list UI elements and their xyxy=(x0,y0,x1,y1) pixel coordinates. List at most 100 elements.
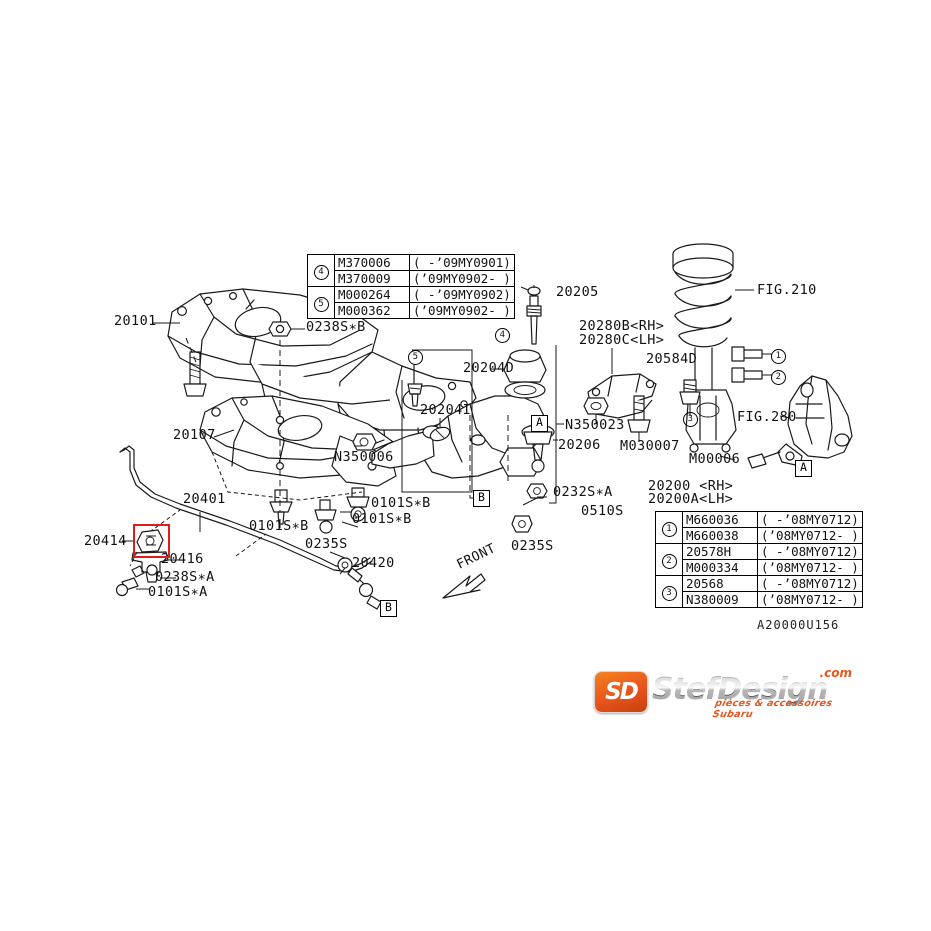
logo-domain: .com xyxy=(819,666,852,680)
index-circle: 4 xyxy=(313,264,329,280)
link-20420 xyxy=(337,557,382,610)
bolt-m030007 xyxy=(627,395,651,442)
label-20416: 20416 xyxy=(161,551,204,567)
table-top-range: (’09MY0902- ) xyxy=(409,270,515,287)
label-0238sb-top: 0238S∗B xyxy=(306,319,366,335)
label-0510s: 0510S xyxy=(581,503,624,519)
callout-box-b-arm: B xyxy=(473,490,490,507)
table-top-range: ( -’09MY0901) xyxy=(409,254,515,271)
index-circle: 5 xyxy=(313,296,329,312)
bolt-m00006 xyxy=(747,451,781,469)
ball-joint-20206 xyxy=(521,424,555,473)
label-20205: 20205 xyxy=(556,284,599,300)
label-20204i: 20204I xyxy=(420,402,472,418)
balloon-circle-3: 3 xyxy=(683,412,698,427)
table-bottom-range: (’08MY0712- ) xyxy=(757,559,863,576)
balloon-4-marker: 4 xyxy=(495,326,510,343)
table-top-index-4: 4 xyxy=(307,254,335,287)
balloon-circle-1: 1 xyxy=(771,349,786,364)
bolt-0238sa xyxy=(145,564,159,583)
table-row: 4 M370006 ( -’09MY0901) xyxy=(307,254,515,287)
label-0235s-mid: 0235S xyxy=(511,538,554,554)
balloon-circle-2: 2 xyxy=(771,370,786,385)
bolt-20205 xyxy=(526,285,542,345)
stefdesign-logo[interactable]: SD StefDesign .com pièces & accessoires … xyxy=(594,666,852,720)
index-circle: 1 xyxy=(661,521,677,537)
table-bottom-range: (’08MY0712- ) xyxy=(757,591,863,608)
bolts-right-0101sb xyxy=(314,487,370,534)
bolt-balloon-2 xyxy=(731,367,772,383)
logo-badge-icon: SD xyxy=(594,671,648,713)
label-20414: 20414 xyxy=(84,533,127,549)
callout-box-a-arm: A xyxy=(531,415,548,432)
label-20280b: 20280B<RH> xyxy=(579,318,665,334)
label-0101sb-right: 0101S∗B xyxy=(371,495,431,511)
table-top-code: M000362 xyxy=(334,302,410,319)
label-20107: 20107 xyxy=(173,427,216,443)
lower-control-arm-20200 xyxy=(371,395,547,479)
table-row: M370009 (’09MY0902- ) xyxy=(308,270,515,287)
table-bottom-index-2: 2 xyxy=(655,543,683,576)
table-bottom-range: ( -’08MY0712) xyxy=(757,511,863,528)
table-top-body: 4 M370006 ( -’09MY0901) M370009 (’09MY09… xyxy=(307,254,515,319)
table-row: 1 M660036 ( -’08MY0712) xyxy=(655,511,863,544)
label-20584d: 20584D xyxy=(646,351,698,367)
balloon-1-marker: 1 xyxy=(771,347,786,364)
table-bottom-variants: 1 M660036 ( -’08MY0712) M660038 (’08MY07… xyxy=(655,511,863,608)
index-circle: 2 xyxy=(661,553,677,569)
label-0101sa: 0101S∗A xyxy=(148,584,208,600)
label-fig280: FIG.280 xyxy=(737,409,797,425)
label-20401: 20401 xyxy=(183,491,226,507)
leader-lines xyxy=(122,286,791,590)
table-bottom-body: 1 M660036 ( -’08MY0712) M660038 (’08MY07… xyxy=(655,511,863,608)
label-0235s-left: 0235S xyxy=(305,536,348,552)
front-arrow xyxy=(442,573,486,599)
nut-n350023 xyxy=(583,397,609,424)
table-top-code: M000264 xyxy=(334,286,410,303)
label-0232sa: 0232S∗A xyxy=(553,484,613,500)
bolt-balloon-5 xyxy=(407,364,423,407)
diagram-number: A20000U156 xyxy=(757,618,840,632)
balloon-5-marker: 5 xyxy=(408,348,423,365)
label-n350006: N350006 xyxy=(334,449,394,465)
label-20206: 20206 xyxy=(558,437,601,453)
label-20101: 20101 xyxy=(114,313,157,329)
nut-0238sb xyxy=(268,321,292,512)
table-bottom-code: M660036 xyxy=(682,511,758,528)
label-m00006: M00006 xyxy=(689,451,741,467)
bolt-left-upper xyxy=(183,337,207,397)
table-bottom-code: M000334 xyxy=(682,559,758,576)
nut-0232sa xyxy=(522,483,548,506)
bolt-0101sb-center xyxy=(269,489,293,525)
nut-n350006 xyxy=(352,433,377,451)
logo-badge-text: SD xyxy=(605,679,639,705)
crossmember-20107 xyxy=(199,395,397,501)
table-bottom-code: 20578H xyxy=(682,543,758,560)
table-row: 2 20578H ( -’08MY0712) xyxy=(655,543,863,576)
strut-assembly-fig210 xyxy=(672,243,737,453)
balloon-2-marker: 2 xyxy=(771,368,786,385)
table-bottom-index-3: 3 xyxy=(655,575,683,608)
group-bracket-20200 xyxy=(401,345,564,504)
bushing-20414 xyxy=(136,529,164,553)
label-0238sa: 0238S∗A xyxy=(155,569,215,585)
table-top-index-5: 5 xyxy=(307,286,335,319)
highlight-20414 xyxy=(133,524,170,558)
table-top-range: (’09MY0902- ) xyxy=(409,302,515,319)
label-0101sb-left: 0101S∗B xyxy=(249,518,309,534)
label-20280c: 20280C<LH> xyxy=(579,332,665,348)
label-20420: 20420 xyxy=(352,555,395,571)
table-row: M000362 (’09MY0902- ) xyxy=(308,302,515,319)
table-bottom-code: M660038 xyxy=(682,527,758,544)
label-20200rh: 20200 <RH> xyxy=(648,478,734,494)
bolt-0101sa xyxy=(115,565,145,597)
logo-tagline: pièces & accessoires Subaru xyxy=(711,698,834,720)
table-row: N380009 (’08MY0712- ) xyxy=(656,591,863,608)
label-n350023: N350023 xyxy=(565,417,625,433)
knuckle-fig280 xyxy=(777,375,853,467)
balloon-3-marker: 3 xyxy=(683,410,698,427)
label-fig210: FIG.210 xyxy=(757,282,817,298)
table-top-code: M370009 xyxy=(334,270,410,287)
table-bottom-range: (’08MY0712- ) xyxy=(757,527,863,544)
